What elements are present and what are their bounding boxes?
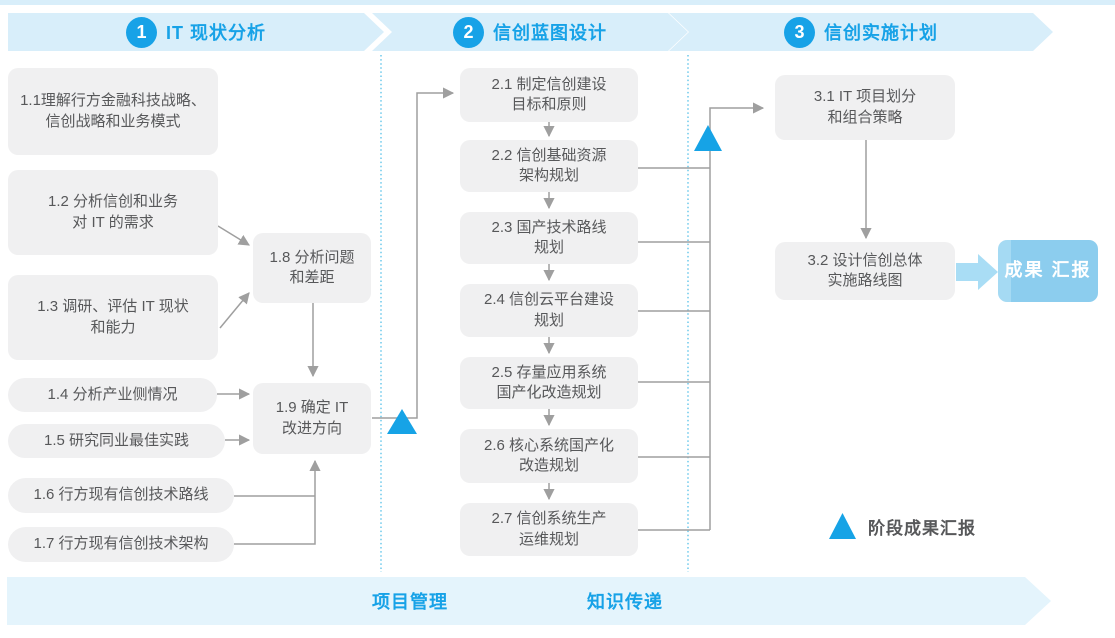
task-box-3-1: 3.1 IT 项目划分 和组合策略 [775, 75, 955, 140]
task-box-2-4: 2.4 信创云平台建设 规划 [460, 284, 638, 337]
phase-header-3: 3 信创实施计划 [669, 13, 1053, 51]
task-box-3-2: 3.2 设计信创总体 实施路线图 [775, 242, 955, 300]
task-box-1-7: 1.7 行方现有信创技术架构 [8, 527, 234, 562]
task-box-1-3: 1.3 调研、评估 IT 现状 和能力 [8, 275, 218, 360]
task-box-2-6: 2.6 核心系统国产化 改造规划 [460, 429, 638, 483]
milestone-triangle-icon [387, 409, 417, 434]
phase-2-number-badge: 2 [453, 17, 484, 48]
bottom-band-label-knowledge-transfer: 知识传递 [587, 592, 663, 612]
task-label: 2.4 信创云平台建设 规划 [483, 291, 615, 329]
bottom-band [7, 577, 1051, 625]
task-label: 1.3 调研、评估 IT 现状 和能力 [37, 298, 189, 336]
task-box-1-5: 1.5 研究同业最佳实践 [8, 424, 225, 458]
phase-header-1: 1 IT 现状分析 [8, 13, 384, 51]
task-box-2-7: 2.7 信创系统生产 运维规划 [460, 503, 638, 556]
task-box-2-5: 2.5 存量应用系统 国产化改造规划 [460, 357, 638, 409]
milestone-triangle-icon [694, 125, 722, 151]
task-label: 2.5 存量应用系统 国产化改造规划 [491, 363, 607, 401]
task-label: 2.3 国产技术路线 规划 [491, 218, 607, 256]
task-box-2-2: 2.2 信创基础资源 架构规划 [460, 140, 638, 192]
legend-milestone: 阶段成果汇报 [828, 512, 976, 540]
bottom-band-label-project-management: 项目管理 [372, 592, 448, 612]
phase-3-number-badge: 3 [784, 17, 815, 48]
result-arrow-icon [956, 254, 998, 290]
task-box-1-2: 1.2 分析信创和业务 对 IT 的需求 [8, 170, 218, 255]
task-label: 1.4 分析产业侧情况 [47, 385, 178, 403]
task-label: 3.2 设计信创总体 实施路线图 [807, 251, 923, 289]
task-label: 1.8 分析问题 和差距 [269, 248, 355, 286]
task-label: 1.2 分析信创和业务 对 IT 的需求 [47, 193, 179, 231]
phase-1-title: IT 现状分析 [166, 23, 266, 43]
task-label: 1.6 行方现有信创技术路线 [33, 486, 209, 504]
task-box-1-6: 1.6 行方现有信创技术路线 [8, 478, 234, 513]
task-label: 3.1 IT 项目划分 和组合策略 [813, 88, 917, 126]
result-report-box: 成果 汇报 [998, 240, 1098, 302]
task-box-1-9: 1.9 确定 IT 改进方向 [253, 383, 371, 454]
task-label: 2.7 信创系统生产 运维规划 [491, 510, 607, 548]
milestone-triangle-icon [829, 513, 856, 539]
task-label: 1.7 行方现有信创技术架构 [33, 535, 209, 553]
task-label: 1.9 确定 IT 改进方向 [275, 399, 349, 437]
result-report-label: 成果 汇报 [1004, 260, 1092, 281]
task-label: 2.6 核心系统国产化 改造规划 [483, 436, 615, 474]
phase-header-2: 2 信创蓝图设计 [372, 13, 688, 51]
task-box-1-1: 1.1理解行方金融科技战略、 信创战略和业务模式 [8, 68, 218, 155]
task-label: 2.1 制定信创建设 目标和原则 [491, 75, 607, 113]
task-label: 1.1理解行方金融科技战略、 信创战略和业务模式 [20, 92, 206, 130]
top-strip [0, 0, 1115, 5]
phase-1-number-badge: 1 [126, 17, 157, 48]
phase-3-title: 信创实施计划 [824, 23, 938, 43]
phase-2-title: 信创蓝图设计 [493, 23, 607, 43]
task-box-1-4: 1.4 分析产业侧情况 [8, 378, 217, 412]
task-label: 2.2 信创基础资源 架构规划 [491, 146, 607, 184]
task-box-2-1: 2.1 制定信创建设 目标和原则 [460, 68, 638, 122]
task-box-2-3: 2.3 国产技术路线 规划 [460, 212, 638, 264]
task-box-1-8: 1.8 分析问题 和差距 [253, 233, 371, 303]
legend-label: 阶段成果汇报 [868, 519, 976, 538]
task-label: 1.5 研究同业最佳实践 [43, 431, 190, 449]
